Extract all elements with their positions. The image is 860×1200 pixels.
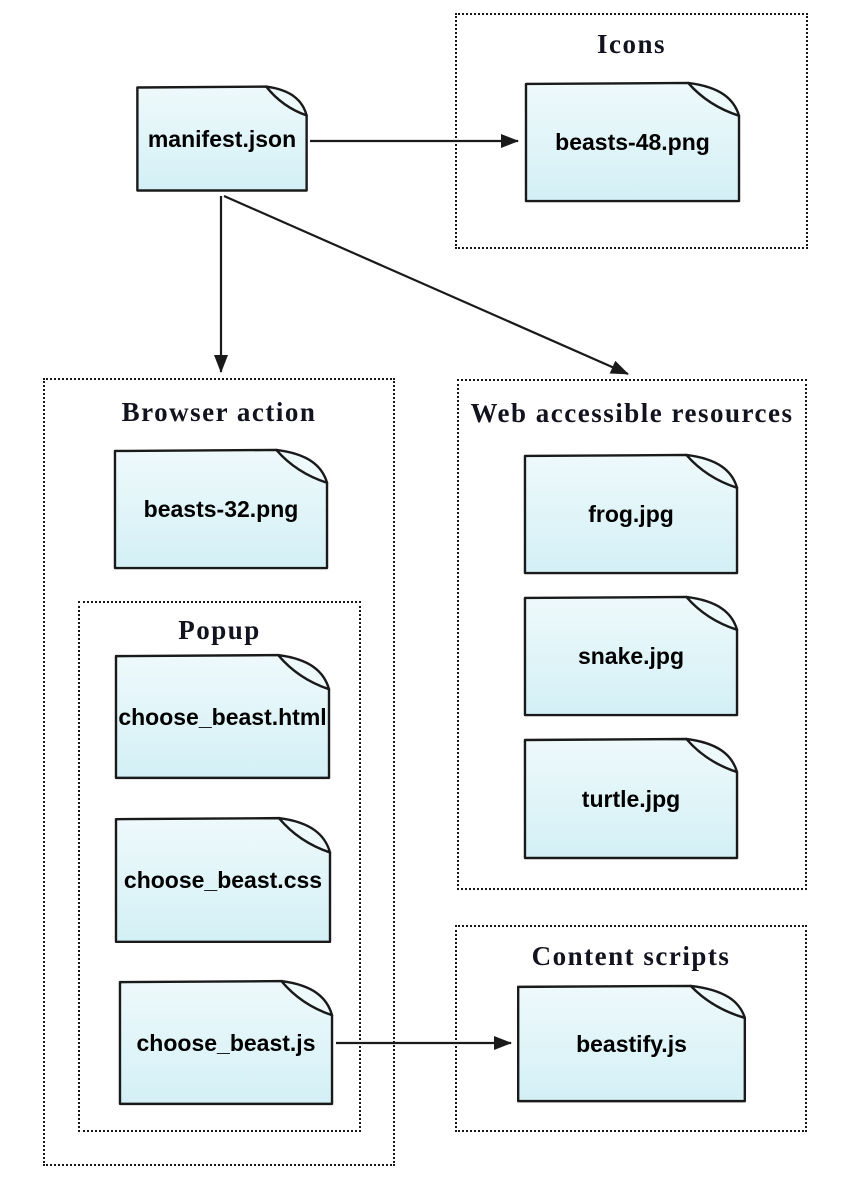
file-page-icon [515,983,748,1105]
file-snake-jpg: snake.jpg [522,594,740,719]
file-label-turtle-jpg: turtle.jpg [581,785,681,812]
file-label-choose-beast-html: choose_beast.html [118,703,327,730]
file-choose-beast-js: choose_beast.js [117,978,335,1108]
file-page-icon [522,452,740,577]
group-box-web-accessible-resources: Web accessible resources [457,379,807,890]
file-label-frog-jpg: frog.jpg [588,501,674,527]
file-page-icon [113,652,332,782]
file-page-icon [522,594,740,719]
group-label-icons: Icons [596,29,666,59]
group-box-content-scripts: Content scripts [455,925,807,1132]
file-page-icon [523,80,742,205]
group-box-icons: Icons [455,13,808,249]
file-label-beastify-js: beastify.js [576,1030,687,1057]
file-page-icon [117,978,335,1108]
group-box-browser-action: Browser action [43,378,395,1166]
file-manifest-json: manifest.json [135,84,309,194]
file-label-beasts-48-png: beasts-48.png [555,129,710,155]
file-page-icon [135,84,309,194]
file-label-beasts-32-png: beasts-32.png [143,496,299,522]
file-label-snake-jpg: snake.jpg [577,643,685,669]
group-label-browser-action: Browser action [121,397,317,427]
file-beasts-48-png: beasts-48.png [523,80,742,205]
file-page-icon [112,447,330,572]
file-page-icon [113,815,333,946]
group-label-content-scripts: Content scripts [531,941,731,971]
file-choose-beast-css: choose_beast.css [113,815,333,946]
file-frog-jpg: frog.jpg [522,452,740,577]
file-turtle-jpg: turtle.jpg [522,736,740,862]
file-choose-beast-html: choose_beast.html [113,652,332,782]
file-label-manifest-json: manifest.json [147,125,297,152]
group-label-web-accessible-resources: Web accessible resources [470,398,794,428]
group-box-popup: Popup [78,601,361,1132]
file-label-choose-beast-css: choose_beast.css [123,867,323,893]
file-beastify-js: beastify.js [515,983,748,1105]
file-label-choose-beast-js: choose_beast.js [136,1029,316,1056]
file-page-icon [522,736,740,862]
group-label-popup: Popup [178,615,261,645]
file-beasts-32-png: beasts-32.png [112,447,330,572]
